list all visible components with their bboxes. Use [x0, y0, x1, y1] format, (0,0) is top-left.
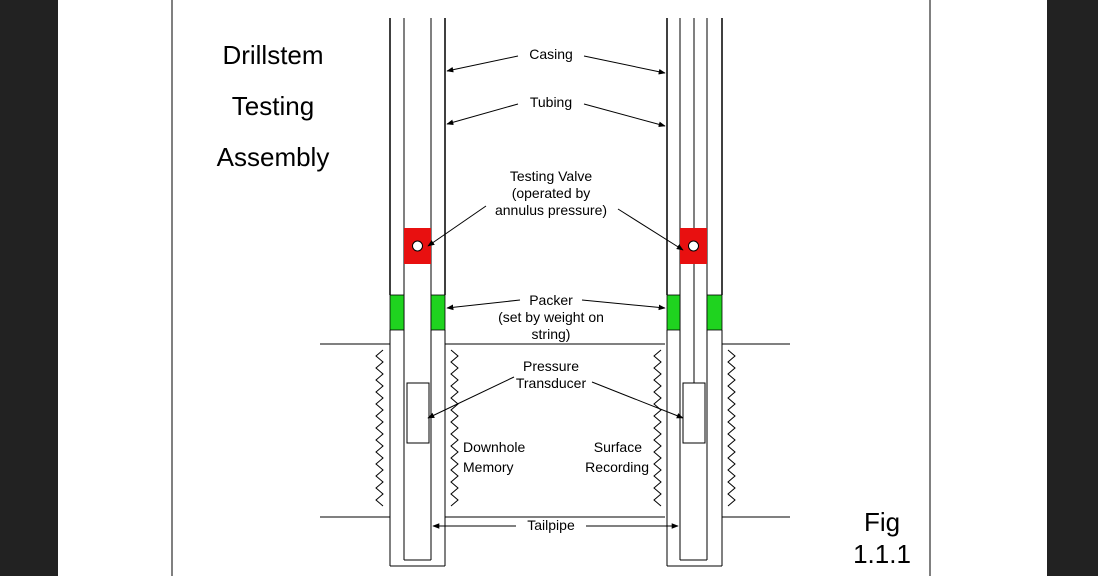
tailpipe-label: Tailpipe	[527, 517, 575, 533]
left-formation-zigzag-outer	[375, 349, 384, 507]
left-valve-port	[412, 240, 423, 252]
right-packer-a	[666, 294, 681, 331]
transducer-label-1: Pressure	[523, 358, 579, 374]
right-valve-port	[688, 240, 699, 252]
surface-recording-label-1: Surface	[594, 439, 642, 455]
tubing-leader-left	[446, 103, 519, 125]
figure-number: 1.1.1	[853, 539, 911, 569]
left-formation-zigzag-inner	[450, 349, 459, 507]
testing-valve-label-3: annulus pressure)	[495, 202, 607, 218]
surface-recording-label-2: Recording	[585, 459, 649, 475]
packer-label-3: string)	[532, 326, 571, 342]
title-line-2: Testing	[232, 91, 314, 121]
right-packer-b	[706, 294, 723, 331]
transducer-leader-left	[427, 376, 515, 419]
left-pressure-transducer	[406, 382, 430, 444]
casing-leader-right	[583, 55, 666, 75]
packer-label-2: (set by weight on	[498, 309, 604, 325]
right-formation-zigzag-inner	[727, 349, 736, 507]
testing-valve-label-1: Testing Valve	[510, 168, 592, 184]
slide-page	[58, 0, 1047, 576]
transducer-leader-right	[591, 381, 684, 419]
packer-leader-left	[446, 299, 521, 311]
right-assembly	[653, 18, 736, 567]
title-line-1: Drillstem	[222, 40, 323, 70]
testing-valve-label-2: (operated by	[512, 185, 591, 201]
left-packer-a	[389, 294, 405, 331]
title-line-3: Assembly	[217, 142, 330, 172]
figure-label: Fig	[864, 507, 900, 537]
downhole-memory-label-2: Memory	[463, 459, 514, 475]
right-pressure-transducer	[682, 382, 706, 444]
left-packer-b	[430, 294, 446, 331]
packer-leader-right	[581, 299, 666, 311]
valve-leader-left	[427, 205, 487, 247]
right-formation-zigzag-outer	[653, 349, 662, 507]
tubing-leader-right	[583, 103, 666, 128]
downhole-memory-label-1: Downhole	[463, 439, 525, 455]
valve-leader-right	[617, 208, 684, 251]
casing-label: Casing	[529, 46, 573, 62]
tubing-label: Tubing	[530, 94, 572, 110]
casing-leader-left	[446, 55, 519, 73]
transducer-label-2: Transducer	[516, 375, 587, 391]
left-assembly	[375, 18, 459, 567]
packer-label-1: Packer	[529, 292, 573, 308]
formation-boundaries	[320, 343, 790, 518]
